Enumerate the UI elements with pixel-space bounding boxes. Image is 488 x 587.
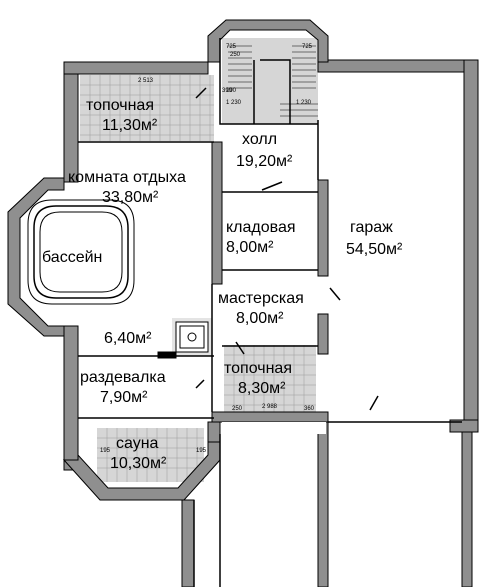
tile-boiler2 [224, 345, 316, 418]
room-area-lounge: 33,80м² [102, 189, 159, 206]
dimension-mark: 725 [226, 44, 237, 50]
stairs [228, 45, 318, 117]
room-area-pantry: 8,00м² [226, 239, 274, 256]
room-area-sauna: 10,30м² [110, 455, 167, 472]
room-name-workshop: мастерская [218, 290, 304, 307]
tile-grid [80, 75, 316, 482]
dimension-marks: 725 725 250 190 1 230 1 230 390 2 513 2 … [100, 44, 315, 454]
room-name-hall: холл [242, 131, 277, 148]
room-name-changing: раздевалка [80, 369, 166, 386]
room-name-pantry: кладовая [226, 219, 296, 236]
room-name-boiler1: топочная [86, 97, 154, 114]
dimension-mark: 1 230 [226, 100, 242, 106]
dimension-mark: 250 [232, 406, 243, 412]
tile-boiler1 [80, 75, 214, 141]
dimension-mark: 195 [100, 448, 111, 454]
dimension-mark: 250 [230, 52, 241, 58]
partitions [78, 38, 462, 587]
room-area-shower: 6,40м² [104, 330, 152, 347]
dimension-mark: 190 [226, 88, 237, 94]
walls [7, 19, 479, 587]
dimension-mark: 195 [196, 448, 207, 454]
pool [27, 199, 135, 305]
dimension-mark: 725 [302, 44, 313, 50]
pool-rim [39, 211, 123, 293]
room-name-sauna: сауна [116, 435, 159, 452]
dimension-mark: 2 988 [262, 404, 278, 410]
pool-basin [33, 205, 129, 299]
room-area-boiler2: 8,30м² [238, 380, 286, 397]
room-area-workshop: 8,00м² [236, 310, 284, 327]
room-name-lounge: комната отдыха [68, 169, 186, 186]
room-area-boiler1: 11,30м² [102, 117, 158, 134]
dimension-mark: 390 [222, 88, 233, 94]
room-area-changing: 7,90м² [100, 389, 148, 406]
room-name-garage: гараж [350, 219, 393, 236]
room-name-boiler2: топочная [224, 360, 292, 377]
dimension-mark: 1 230 [296, 100, 312, 106]
room-name-pool: бассейн [42, 249, 102, 266]
tile-stairwell [222, 38, 318, 124]
tile-sauna [97, 428, 204, 482]
dimension-mark: 360 [304, 406, 315, 412]
dimension-mark: 2 513 [138, 78, 154, 84]
shower-cabin [157, 321, 209, 359]
room-labels: топочная 11,30м² холл 19,20м² комната от… [42, 97, 403, 472]
room-area-garage: 54,50м² [346, 241, 403, 258]
room-area-hall: 19,20м² [236, 153, 293, 170]
